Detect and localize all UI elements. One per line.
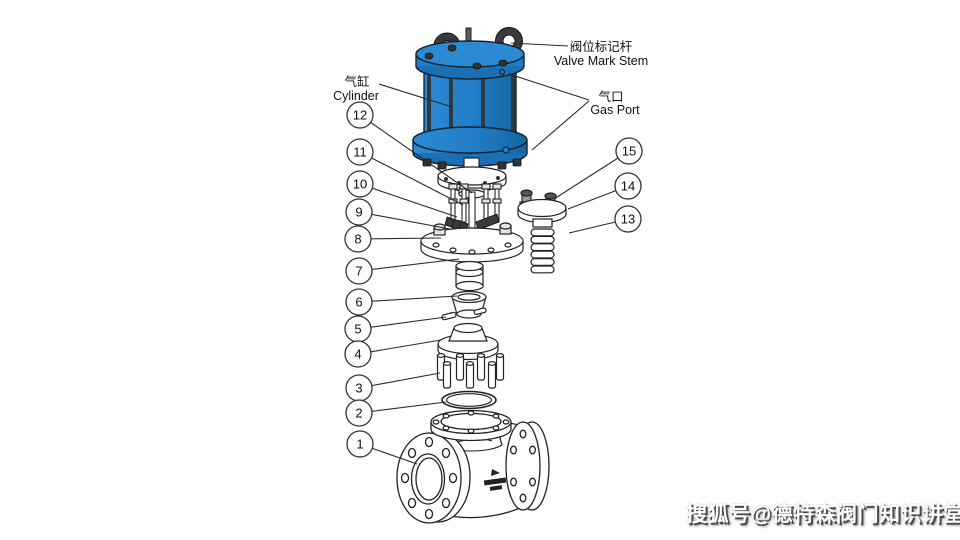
svg-text:13: 13 <box>621 212 635 227</box>
callout-10: 10 <box>346 170 374 198</box>
valve-mark-stem-label-en: Valve Mark Stem <box>554 54 648 68</box>
svg-text:5: 5 <box>354 322 361 337</box>
yoke-nuts <box>448 183 502 204</box>
svg-text:14: 14 <box>621 179 635 194</box>
svg-text:1: 1 <box>356 437 363 452</box>
callout-14: 14 <box>614 172 642 200</box>
watermark-text: 搜狐号@德特森阀门知识讲堂 <box>686 503 960 526</box>
gas-port-lower-icon <box>502 146 510 154</box>
top-plate-bolts <box>424 44 508 70</box>
callout-8: 8 <box>344 225 372 253</box>
callout-11: 11 <box>346 138 374 166</box>
gland-flange-part14 <box>517 198 567 228</box>
callout-5: 5 <box>344 315 372 343</box>
valve-mark-stem-label-zh: 阀位标记杆 <box>570 39 633 54</box>
cylinder-label-zh: 气缸 <box>344 74 369 89</box>
callout-3: 3 <box>345 374 373 402</box>
callout-2: 2 <box>345 399 373 427</box>
callout-6: 6 <box>345 288 373 316</box>
svg-text:7: 7 <box>355 264 362 279</box>
left-flange <box>396 431 471 524</box>
svg-text:3: 3 <box>355 381 362 396</box>
valve-body-part1 <box>396 409 550 524</box>
gas-port-label-en: Gas Port <box>590 103 640 117</box>
valve-plug-part6 <box>451 290 487 319</box>
callout-12: 12 <box>346 101 374 129</box>
svg-text:11: 11 <box>353 145 367 160</box>
bonnet-flange <box>420 222 524 265</box>
pins-part5 <box>441 307 487 321</box>
svg-text:4: 4 <box>354 347 361 362</box>
actuator-bottom-flange <box>412 126 528 170</box>
bonnet-bolt-holes <box>432 242 512 255</box>
svg-text:9: 9 <box>355 205 362 220</box>
flow-mark-icon <box>483 469 507 491</box>
callouts: 12 11 10 9 8 7 6 5 4 3 2 1 15 14 13 <box>344 101 643 458</box>
svg-text:6: 6 <box>355 295 362 310</box>
text-labels: 阀位标记杆 Valve Mark Stem 气缸 Cylinder 气口 Gas… <box>333 39 648 117</box>
actuator-cylinder <box>412 27 528 170</box>
body-top-flange <box>430 409 512 442</box>
gas-port-upper-icon <box>499 69 505 75</box>
callout-13: 13 <box>614 205 642 233</box>
packing-gland-assembly <box>517 189 567 274</box>
svg-text:15: 15 <box>622 144 636 159</box>
packing-rings-part13 <box>530 228 555 274</box>
gasket-part2 <box>441 390 497 410</box>
callout-4: 4 <box>344 340 372 368</box>
leader-lines <box>357 42 630 465</box>
svg-text:12: 12 <box>353 108 367 123</box>
svg-text:2: 2 <box>355 406 362 421</box>
plug-stem-part7 <box>455 260 484 292</box>
right-flange <box>505 421 550 511</box>
studs-part3 <box>436 353 505 389</box>
gas-port-label-zh: 气口 <box>598 89 623 104</box>
callout-9: 9 <box>345 198 373 226</box>
flange-feet <box>422 158 522 170</box>
callout-15: 15 <box>615 137 643 165</box>
actuator-top-flange <box>415 40 525 80</box>
guide-bushing-part4 <box>437 322 499 361</box>
callout-1: 1 <box>346 430 374 458</box>
svg-text:8: 8 <box>354 232 361 247</box>
watermark: 搜狐号@德特森阀门知识讲堂 <box>686 498 960 528</box>
svg-text:10: 10 <box>353 177 367 192</box>
callout-7: 7 <box>345 257 373 285</box>
cylinder-label-en: Cylinder <box>333 89 379 103</box>
